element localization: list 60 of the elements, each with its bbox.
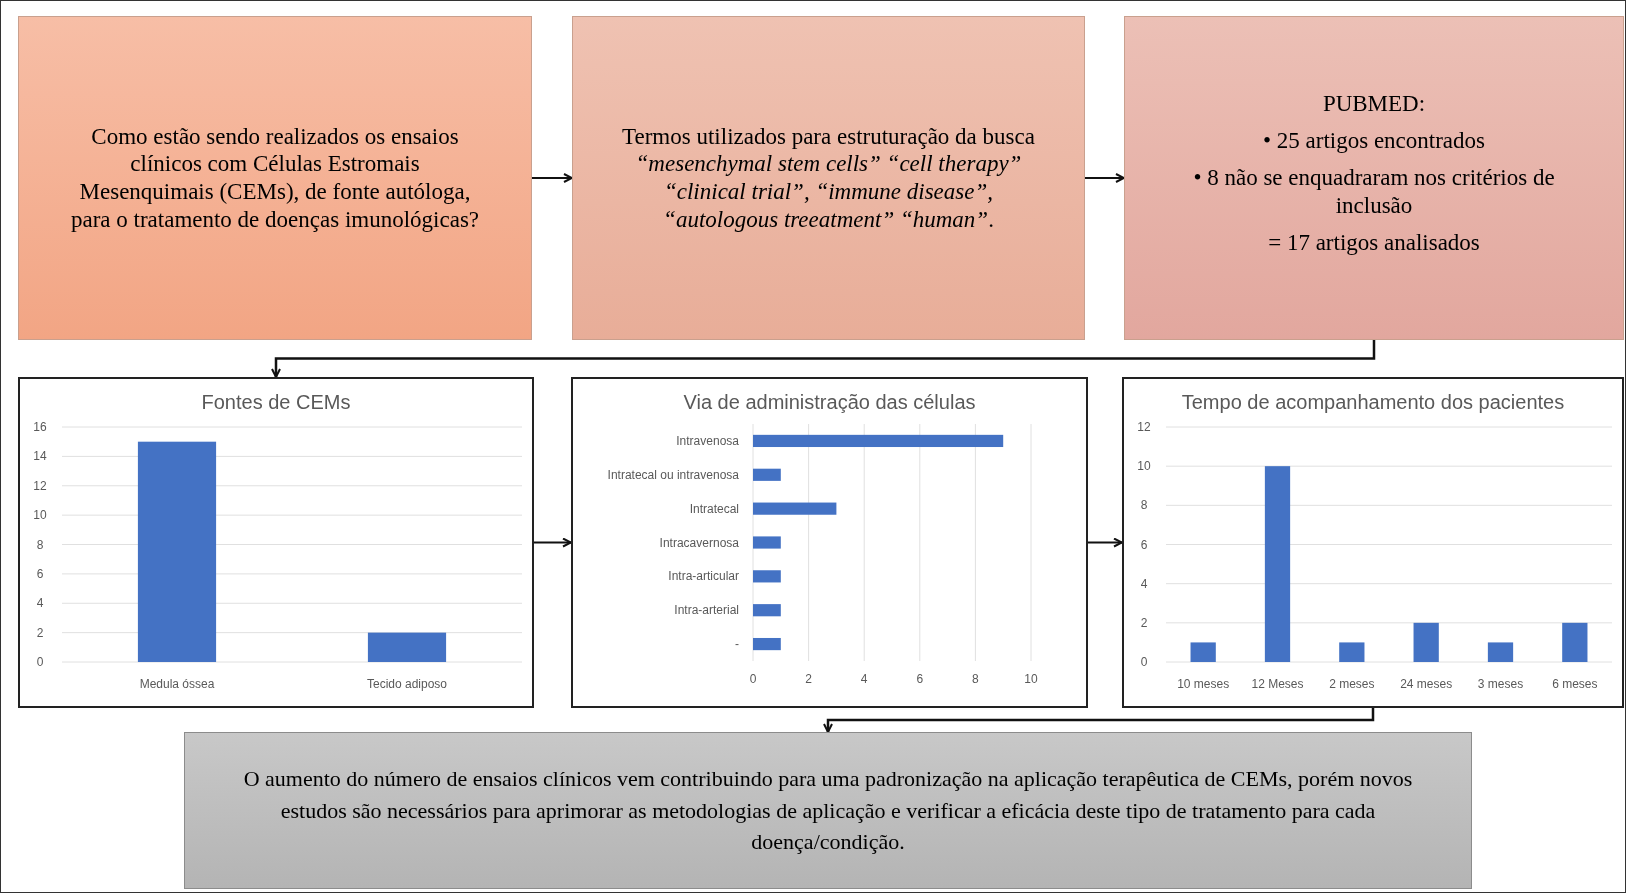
category-label: 3 meses xyxy=(1477,677,1524,691)
box-text: • 25 artigos encontrados xyxy=(1263,126,1485,155)
axis-tick-label: 4 xyxy=(860,672,868,686)
axis-tick-label: 6 xyxy=(916,672,924,686)
axis-tick-label: 6 xyxy=(36,566,44,581)
chart-panel xyxy=(571,377,1088,708)
category-label: 6 meses xyxy=(1552,677,1598,691)
axis-tick-label: 2 xyxy=(36,625,44,640)
box-text: Como estão sendo realizados os ensaios clínicos com Células Estromais Mesenquimais (CEMs), de fonte autóloga, para o tratamento de doenças imunológicas? xyxy=(69,122,481,234)
axis-tick-label: 4 xyxy=(1140,576,1148,591)
conclusion-box xyxy=(184,732,1472,889)
axis-tick-label: 8 xyxy=(36,537,44,552)
category-label: Medula óssea xyxy=(139,677,215,691)
box-text: = 17 artigos analisados xyxy=(1268,229,1480,258)
category-label: 10 meses xyxy=(1177,677,1230,691)
arrow xyxy=(823,708,1375,733)
axis-tick-label: 10 xyxy=(33,508,47,523)
axis-tick-label: 0 xyxy=(36,655,44,669)
category-label: 2 meses xyxy=(1329,677,1375,691)
category-label: 24 meses xyxy=(1400,677,1453,691)
box-text: • 8 não se enquadraram nos critérios de inclusão xyxy=(1192,163,1556,221)
arrow xyxy=(1087,537,1123,548)
category-label: Intravenosa xyxy=(676,433,739,448)
category-label: Tecido adiposo xyxy=(366,677,448,691)
category-label: Intra-articular xyxy=(668,569,739,584)
category-label: Intratecal xyxy=(689,501,739,516)
category-label: - xyxy=(735,637,739,652)
box-heading: PUBMED: xyxy=(1322,90,1426,119)
axis-tick-label: 6 xyxy=(1140,537,1148,552)
axis-tick-label: 2 xyxy=(1140,615,1148,630)
axis-tick-label: 8 xyxy=(972,672,979,686)
axis-tick-label: 0 xyxy=(1140,655,1148,669)
process-box xyxy=(1124,16,1624,340)
arrow xyxy=(531,173,573,183)
axis-tick-label: 10 xyxy=(1137,459,1151,474)
category-label: Intracavernosa xyxy=(659,535,739,550)
axis-tick-label: 16 xyxy=(33,420,47,434)
chart-panel xyxy=(1122,377,1624,708)
box-text: O aumento do número de ensaios clínicos vem contribuindo para uma padronização na aplicação terapêutica de CEMs, porém novos estudos são necessários para aprimorar as metodologias de aplicação e verificar a eficácia deste tipo de tratamento para cada doença/condição. xyxy=(242,764,1414,857)
arrow xyxy=(1084,173,1125,183)
category-label: 12 Meses xyxy=(1251,677,1304,691)
axis-tick-label: 12 xyxy=(33,478,47,493)
chart-title: Tempo de acompanhamento dos pacientes xyxy=(1181,391,1565,413)
axis-tick-label: 4 xyxy=(36,596,44,611)
chart-panel xyxy=(18,377,534,708)
arrow xyxy=(533,537,572,548)
axis-tick-label: 0 xyxy=(749,672,757,686)
category-label: Intratecal ou intravenosa xyxy=(607,467,739,482)
axis-tick-label: 14 xyxy=(33,449,47,464)
axis-tick-label: 2 xyxy=(805,672,812,686)
axis-tick-label: 12 xyxy=(1137,420,1151,434)
chart-title: Via de administração das células xyxy=(683,391,976,413)
process-box xyxy=(572,16,1085,340)
axis-tick-label: 8 xyxy=(1140,498,1148,513)
chart-title: Fontes de CEMs xyxy=(201,391,351,413)
process-box xyxy=(18,16,532,340)
arrow xyxy=(271,340,1376,378)
category-label: Intra-arterial xyxy=(674,603,739,618)
axis-tick-label: 10 xyxy=(1024,672,1038,686)
box-text: Termos utilizados para estruturação da busca “mesenchymal stem cells” “cell therapy” “clinical trial”, “immune disease”, “autologous treeatment” “human”. xyxy=(621,122,1036,234)
